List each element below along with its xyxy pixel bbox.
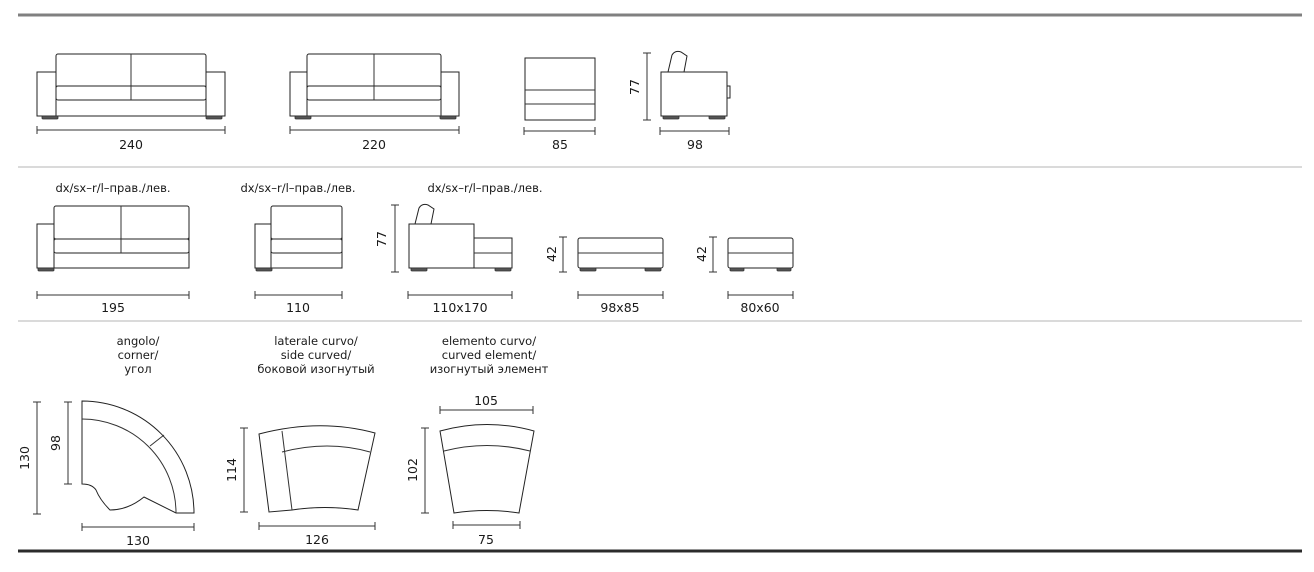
dimension-line-130-bottom bbox=[81, 523, 195, 531]
side-curved-label-line3: боковой изогнутый bbox=[257, 362, 374, 376]
label-chaise: dx/sx–r/l–прав./лев. bbox=[427, 181, 542, 195]
dim-110: 110 bbox=[286, 300, 310, 315]
dim-98: 98 bbox=[687, 137, 703, 152]
ottoman-98x85-drawing bbox=[577, 237, 664, 272]
dim-240: 240 bbox=[119, 137, 143, 152]
dim-77-chaise: 77 bbox=[374, 231, 389, 247]
label-195: dx/sx–r/l–прав./лев. bbox=[55, 181, 170, 195]
seat-110-drawing bbox=[254, 205, 343, 272]
dimension-line-130-outer bbox=[33, 401, 41, 515]
side-curved-label-line1: laterale curvo/ bbox=[274, 334, 358, 348]
dim-85: 85 bbox=[552, 137, 568, 152]
dim-195: 195 bbox=[101, 300, 125, 315]
sofa-220-drawing bbox=[289, 53, 460, 120]
side-view-drawing bbox=[660, 50, 731, 120]
dimension-line-114 bbox=[240, 427, 248, 513]
seat-85-drawing bbox=[524, 57, 596, 121]
dim-42-ottoman1: 42 bbox=[544, 246, 559, 262]
dim-75: 75 bbox=[478, 532, 494, 547]
dimension-line-42-ottoman1 bbox=[559, 236, 567, 273]
dim-corner-130-bottom: 130 bbox=[126, 533, 150, 548]
dimension-line-77-chaise bbox=[391, 204, 399, 273]
dimension-line-75 bbox=[452, 521, 521, 529]
dim-corner-98: 98 bbox=[48, 435, 63, 451]
dim-80x60: 80x60 bbox=[740, 300, 779, 315]
dimension-line-98 bbox=[659, 127, 730, 135]
dimension-line-80x60 bbox=[727, 291, 794, 299]
dimension-line-240 bbox=[36, 126, 226, 134]
curved-element-label-line3: изогнутый элемент bbox=[430, 362, 549, 376]
dim-98x85: 98x85 bbox=[600, 300, 639, 315]
dimension-line-102 bbox=[421, 427, 429, 514]
dimension-line-105 bbox=[439, 406, 534, 414]
curved-element-label-line1: elemento curvo/ bbox=[442, 334, 536, 348]
sofa-195-drawing bbox=[36, 205, 190, 272]
label-110: dx/sx–r/l–прав./лев. bbox=[240, 181, 355, 195]
dim-corner-130-outer: 130 bbox=[17, 446, 32, 470]
dim-110x170: 110x170 bbox=[432, 300, 487, 315]
dim-105: 105 bbox=[474, 393, 498, 408]
dimension-line-220 bbox=[289, 126, 460, 134]
corner-drawing bbox=[81, 400, 195, 514]
dimension-line-98-inner bbox=[64, 401, 72, 485]
sofa-240-drawing bbox=[36, 53, 226, 120]
side-curved-drawing bbox=[258, 425, 376, 513]
curved-element-label-line2: curved element/ bbox=[442, 348, 537, 362]
corner-label-line2: corner/ bbox=[118, 348, 159, 362]
corner-label-line1: angolo/ bbox=[117, 334, 160, 348]
chaise-drawing bbox=[408, 203, 513, 272]
dimension-line-85 bbox=[523, 127, 596, 135]
ottoman-80x60-drawing bbox=[727, 237, 794, 272]
dimension-line-98x85 bbox=[577, 291, 664, 299]
dim-102: 102 bbox=[405, 458, 420, 482]
dim-220: 220 bbox=[362, 137, 386, 152]
dim-114: 114 bbox=[224, 458, 239, 482]
dimension-line-42-ottoman2 bbox=[709, 236, 717, 273]
corner-label-line3: угол bbox=[124, 362, 151, 376]
dim-77-side: 77 bbox=[627, 79, 642, 95]
dimension-line-195 bbox=[36, 291, 190, 299]
side-curved-label-line2: side curved/ bbox=[281, 348, 352, 362]
curved-element-drawing bbox=[439, 424, 535, 514]
dimension-line-110x170 bbox=[407, 291, 513, 299]
dimension-line-77-side bbox=[643, 52, 651, 121]
dimension-line-110 bbox=[254, 291, 343, 299]
dim-126: 126 bbox=[305, 532, 329, 547]
dimension-line-126 bbox=[258, 522, 376, 530]
dim-42-ottoman2: 42 bbox=[694, 246, 709, 262]
